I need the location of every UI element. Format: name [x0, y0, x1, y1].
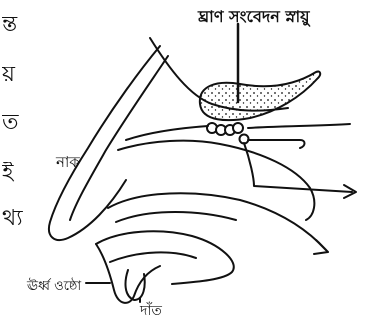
- airflow-line-upper: [244, 143, 352, 192]
- jaw-outline: [96, 231, 234, 284]
- nasal-cavity-middle: [118, 141, 314, 220]
- olfactory-nerve-label: ঘ্রাণ সংবেদন স্নায়ু: [198, 4, 310, 31]
- teeth-label: দাঁত: [140, 299, 162, 323]
- cell-connector: [248, 140, 305, 148]
- lower-passage-inner: [116, 212, 236, 222]
- nasal-cavity-roof-right: [248, 124, 350, 128]
- nasal-cavity-roof: [126, 126, 208, 140]
- mouth-inner: [110, 252, 196, 262]
- airflow-arrow-head-lower: [314, 240, 328, 254]
- upper-lip-label: ঊর্ধ্ব ওষ্ঠো: [27, 277, 81, 298]
- olfactory-cells: [207, 123, 249, 144]
- palate-line: [108, 193, 326, 250]
- nose-label: নাক: [56, 151, 80, 176]
- olfactory-bulb: [200, 71, 320, 120]
